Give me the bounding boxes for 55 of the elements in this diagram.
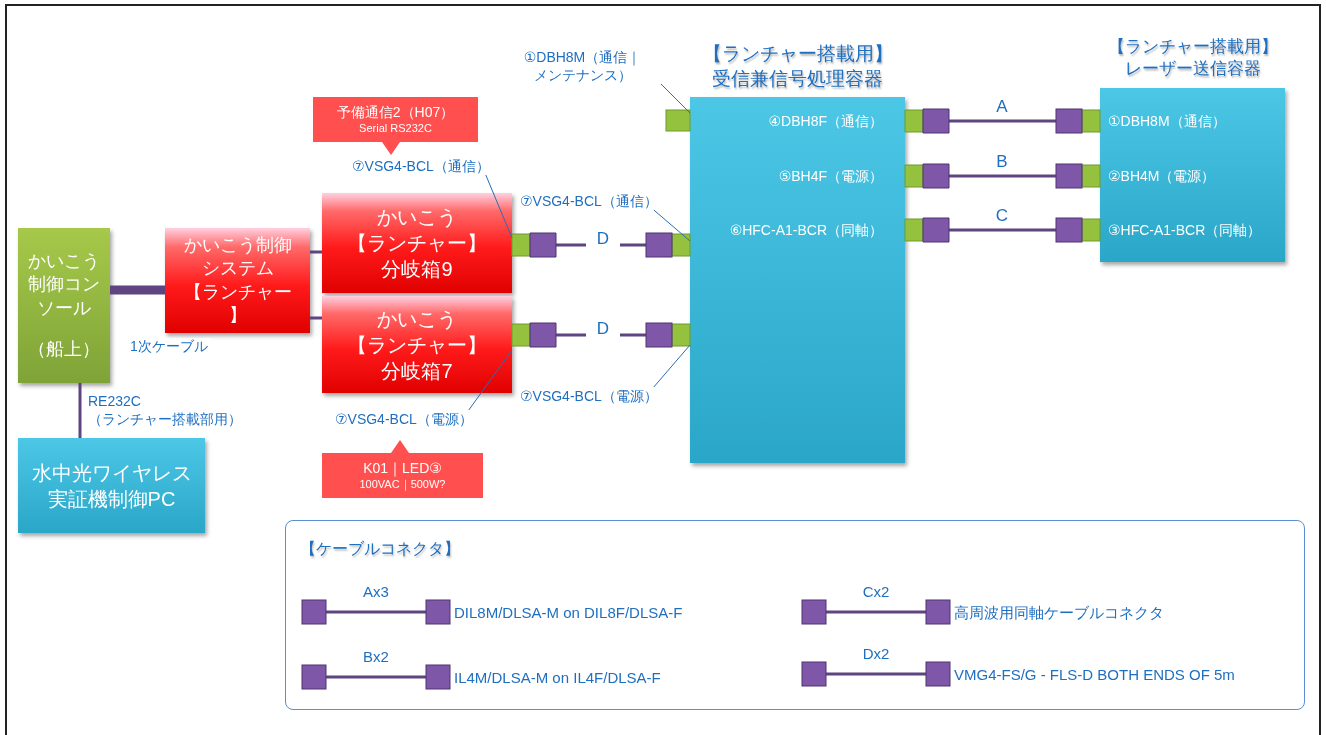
port-label: ⑥HFC-A1-BCR（同軸）	[729, 221, 883, 239]
connector-line	[310, 250, 322, 254]
connector-line	[78, 383, 82, 438]
connector-label: ⑦VSG4-BCL（通信）	[352, 157, 490, 175]
cable	[511, 322, 691, 348]
box-label: かいこう【ランチャー】分岐箱7	[346, 306, 488, 384]
port-label: ⑤BH4F（電源）	[778, 167, 883, 185]
callout-box	[313, 97, 478, 155]
box-label: かいこう【ランチャー】分岐箱9	[346, 205, 488, 282]
leader-line	[653, 344, 691, 388]
callout-text: Serial RS232C	[359, 121, 432, 136]
leader-line	[468, 349, 513, 411]
legend-label: 高周波用同軸ケーブルコネクタ	[954, 604, 1164, 623]
process-box	[18, 438, 205, 533]
leader-line	[660, 83, 691, 114]
cable-count-label: Dx2	[861, 645, 891, 662]
process-box	[165, 228, 310, 333]
connector-label: ⑦VSG4-BCL（電源）	[520, 387, 658, 405]
container-heading: 【ランチャー搭載用】受信兼信号処理容器	[701, 42, 894, 91]
legend-label: IL4M/DLSA-M on IL4F/DLSA-F	[454, 669, 661, 686]
leader-line	[485, 174, 513, 239]
connector-line	[110, 285, 165, 295]
process-box	[322, 193, 512, 293]
cable	[904, 163, 1101, 189]
cable-count-label: Bx2	[362, 648, 390, 665]
callout-text: 100VAC｜500W?	[359, 477, 446, 492]
connector-label: ①DBH8M（通信｜メンテナンス）	[500, 48, 665, 84]
container-heading: 【ランチャー搭載用】レーザー送信容器	[1106, 36, 1279, 81]
port-label: ③HFC-A1-BCR（同軸）	[1108, 221, 1262, 239]
legend-label: DIL8M/DLSA-M on DIL8F/DLSA-F	[454, 604, 683, 621]
callout-box	[322, 440, 483, 498]
legend-label: VMG4-FS/G - FLS-D BOTH ENDS OF 5m	[954, 666, 1235, 683]
legend-heading: 【ケーブルコネクタ】	[300, 539, 460, 559]
box-label: かいこう制御システム【ランチャー】	[182, 233, 293, 327]
port-label: ②BH4M（電源）	[1108, 167, 1216, 185]
port-label: ④DBH8F（通信）	[768, 112, 883, 130]
edge-label: 1次ケーブル	[128, 338, 210, 356]
connector-label: ⑦VSG4-BCL（電源）	[335, 410, 473, 428]
callout-text: 予備通信2（H07）	[336, 103, 455, 122]
port-label: ①DBH8M（通信）	[1108, 112, 1226, 130]
process-box	[18, 228, 110, 383]
leader-line	[653, 209, 691, 242]
cable-count-label: Cx2	[861, 583, 891, 600]
legend-panel	[285, 520, 1305, 710]
cable	[904, 217, 1101, 243]
process-box	[322, 296, 512, 393]
connector-label: ⑦VSG4-BCL（通信）	[520, 192, 658, 210]
cable	[511, 232, 691, 258]
box-label: かいこう制御コンソール	[28, 249, 100, 320]
callout-text: K01｜LED③	[363, 459, 442, 478]
cable	[904, 108, 1101, 134]
box-label: （船上）	[28, 337, 100, 361]
box-label: 水中光ワイヤレス実証機制御PC	[30, 460, 193, 512]
cable-count-label: Ax3	[362, 583, 390, 600]
connector-line	[310, 316, 322, 320]
